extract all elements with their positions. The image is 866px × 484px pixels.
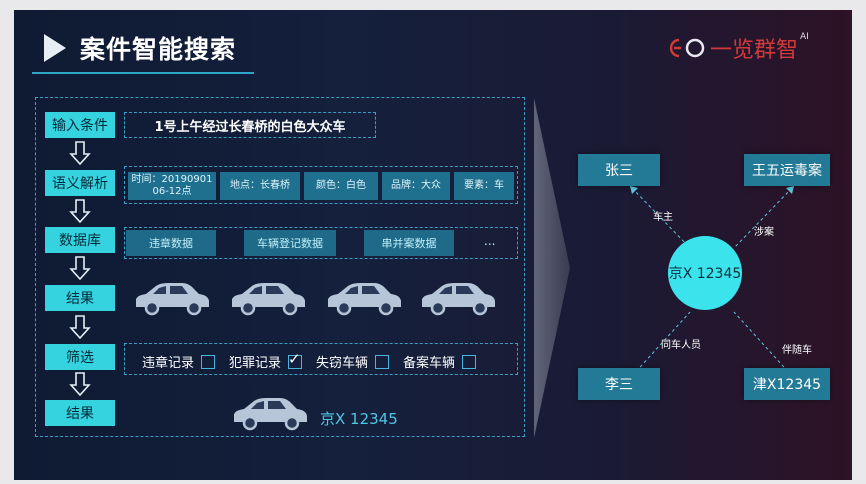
edge-label-owner: 车主 xyxy=(653,212,673,223)
checkbox[interactable] xyxy=(462,354,477,369)
result-car-icon xyxy=(234,398,307,431)
filter-registered[interactable]: 备案车辆 xyxy=(403,352,490,371)
database-more: ... xyxy=(484,234,496,248)
node-case: 王五运毒案 xyxy=(744,154,830,186)
filter-label: 备案车辆 xyxy=(403,356,456,371)
parse-chip-color: 颜色：白色 xyxy=(304,172,378,200)
logo-text: 一览群智 xyxy=(710,38,799,63)
step-final-result: 结果 xyxy=(45,400,115,426)
result-plate-number: 京X 12345 xyxy=(320,410,398,428)
edge-line-owner xyxy=(631,187,691,249)
parse-chips-container xyxy=(124,166,518,204)
car-icon xyxy=(232,283,305,316)
edge-line-companion xyxy=(733,311,793,377)
parse-chip-location: 地点：长春桥 xyxy=(220,172,300,200)
search-flow-panel xyxy=(35,97,525,437)
down-arrow-icon xyxy=(69,141,91,165)
parse-chip-time: 时间：20190901 06-12点 xyxy=(128,172,216,200)
page-title: 案件智能搜索 xyxy=(80,35,237,64)
checkbox[interactable] xyxy=(201,354,216,369)
car-icon xyxy=(136,283,209,316)
title-underline xyxy=(32,72,254,74)
logo-mark-icon xyxy=(670,38,705,58)
checkbox-checked[interactable] xyxy=(288,350,303,369)
filter-label: 违章记录 xyxy=(142,356,195,371)
company-logo: 一览群智 AI xyxy=(670,32,809,64)
node-lisan: 李三 xyxy=(578,368,660,400)
step-database: 数据库 xyxy=(45,227,115,253)
filter-violation[interactable]: 违章记录 xyxy=(142,352,229,371)
step-input-condition: 输入条件 xyxy=(45,112,115,138)
step-filter: 筛选 xyxy=(45,344,115,370)
filter-criminal[interactable]: 犯罪记录 xyxy=(229,350,316,371)
logo-superscript: AI xyxy=(800,32,809,42)
filter-label: 犯罪记录 xyxy=(229,356,282,371)
edge-label-passenger: 同车人员 xyxy=(661,340,701,351)
database-vehicle-registration: 车辆登记数据 xyxy=(244,230,336,256)
down-arrow-icon xyxy=(69,372,91,396)
database-serial-case: 串并案数据 xyxy=(364,230,454,256)
filter-row: 违章记录 犯罪记录 失窃车辆 备案车辆 xyxy=(142,350,490,371)
car-icon xyxy=(422,283,495,316)
down-arrow-icon xyxy=(69,315,91,339)
slide: 案件智能搜索 一览群智 AI 输入条件 语义解析 数据库 结果 筛选 结果 1号… xyxy=(14,10,852,480)
arrowhead-icon xyxy=(786,186,794,194)
edge-label-companion: 伴随车 xyxy=(782,345,812,356)
down-arrow-icon xyxy=(69,256,91,280)
filter-label: 失窃车辆 xyxy=(316,356,369,371)
filter-stolen[interactable]: 失窃车辆 xyxy=(316,352,403,371)
arrowhead-icon xyxy=(630,186,638,194)
node-companion-car: 津X12345 xyxy=(744,368,830,400)
node-center-plate: 京X 12345 xyxy=(668,236,742,310)
play-triangle-icon xyxy=(44,34,66,62)
step-semantic-parse: 语义解析 xyxy=(45,170,115,196)
database-container xyxy=(124,227,518,259)
down-arrow-icon xyxy=(69,199,91,223)
step-result: 结果 xyxy=(45,285,115,311)
edge-line-passenger xyxy=(631,311,691,377)
edge-line-case xyxy=(733,187,793,249)
filter-container xyxy=(124,343,518,375)
edge-label-case: 涉案 xyxy=(754,227,774,238)
query-text-box: 1号上午经过长春桥的白色大众车 xyxy=(124,112,376,138)
chevron-right-icon xyxy=(534,98,570,438)
car-icon xyxy=(328,283,401,316)
database-violation: 违章数据 xyxy=(126,230,216,256)
checkbox[interactable] xyxy=(375,354,390,369)
parse-chip-element: 要素：车 xyxy=(454,172,514,200)
parse-chip-brand: 品牌：大众 xyxy=(382,172,450,200)
node-zhangsan: 张三 xyxy=(578,154,660,186)
